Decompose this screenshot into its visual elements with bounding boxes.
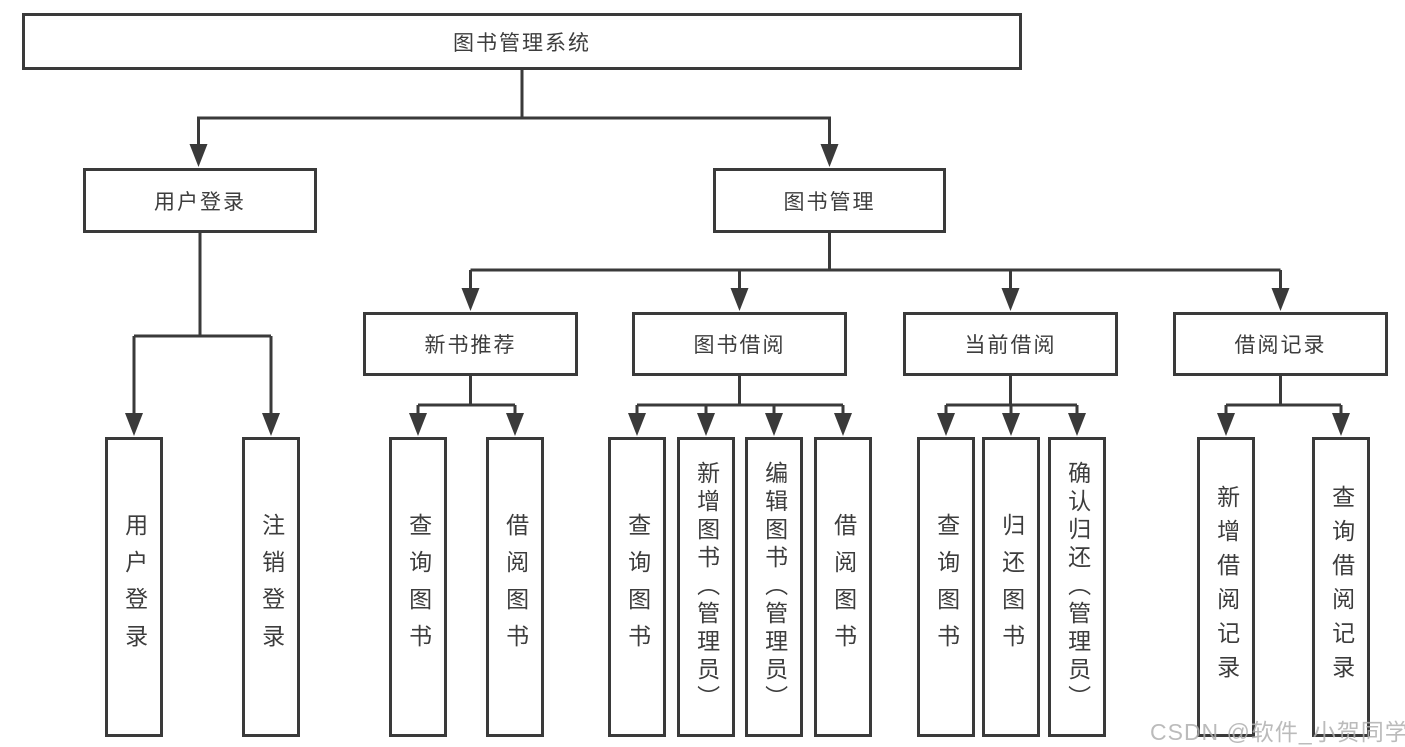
node-add-borrow-record: 新增借阅记录: [1197, 437, 1255, 737]
node-query-books: 查询图书: [608, 437, 666, 737]
node-query-books: 查询图书: [389, 437, 447, 737]
node-label: 借阅记录: [1234, 334, 1327, 357]
node-borrow-books: 借阅图书: [486, 437, 544, 737]
connector-root-to-level2: [197, 69, 831, 146]
node-return-books: 归还图书: [982, 437, 1040, 737]
node-label: 当前借阅: [964, 334, 1057, 357]
node-root-label: 图书管理系统: [453, 31, 591, 55]
node-new-book-recommend: 新书推荐: [363, 312, 578, 376]
node-logout-login: 注销登录: [242, 437, 300, 737]
node-label: 借阅图书: [830, 513, 857, 661]
node-root: 图书管理系统: [22, 13, 1022, 70]
connector-new-book-group: [416, 376, 517, 417]
node-label: 新书推荐: [424, 334, 517, 357]
node-borrow-records: 借阅记录: [1173, 312, 1388, 376]
node-label: 借阅图书: [502, 513, 529, 661]
node-label: 查询借阅记录: [1328, 485, 1355, 689]
node-add-books-admin: 新增图书（管理员）: [677, 437, 735, 737]
connector-login-branch: [132, 233, 273, 416]
node-label: 新增借阅记录: [1213, 485, 1240, 689]
watermark: CSDN @软件_小贺同学: [1150, 719, 1405, 745]
node-label: 确认归还（管理员）: [1064, 461, 1091, 713]
node-label: 图书管理: [783, 190, 876, 214]
node-book-borrow: 图书借阅: [632, 312, 847, 376]
node-label: 图书借阅: [693, 334, 786, 357]
connector-borrow-records-group: [1224, 376, 1343, 417]
connector-current-borrow-group: [944, 376, 1079, 417]
connector-management-branch: [469, 233, 1282, 292]
node-book-management: 图书管理: [713, 168, 946, 233]
node-label: 用户登录: [121, 513, 148, 661]
node-label: 查询图书: [624, 513, 651, 661]
node-label: 编辑图书（管理员）: [761, 461, 788, 713]
connector-book-borrow-group: [635, 375, 845, 417]
node-label: 归还图书: [998, 513, 1025, 661]
node-label: 新增图书（管理员）: [693, 461, 720, 713]
node-edit-books-admin: 编辑图书（管理员）: [745, 437, 803, 737]
node-borrow-books: 借阅图书: [814, 437, 872, 737]
node-label: 查询图书: [933, 513, 960, 661]
arrow-down-icon: [125, 144, 1350, 436]
node-label: 用户登录: [154, 190, 246, 214]
node-user-login: 用户登录: [105, 437, 163, 737]
node-label: 查询图书: [405, 513, 432, 661]
node-label: 注销登录: [258, 513, 285, 661]
node-query-borrow-record: 查询借阅记录: [1312, 437, 1370, 737]
node-query-books: 查询图书: [917, 437, 975, 737]
node-user-login-branch: 用户登录: [83, 168, 317, 233]
node-confirm-return-admin: 确认归还（管理员）: [1048, 437, 1106, 737]
node-current-borrow: 当前借阅: [903, 312, 1118, 376]
